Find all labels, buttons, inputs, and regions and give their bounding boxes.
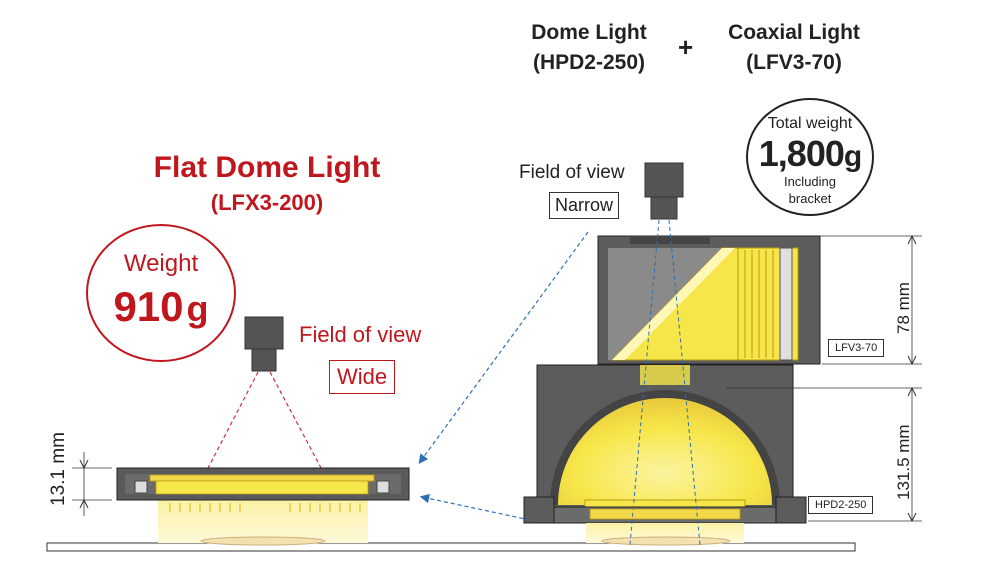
tag-dome: HPD2-250 [808,496,874,514]
total-weight-note-2: bracket [788,191,832,206]
coaxial-light-model: (LFV3-70) [746,51,842,74]
flat-dome-light-unit [72,316,410,546]
total-weight-label: Total weight [767,115,853,132]
fov-right-value: Narrow [549,192,620,219]
total-weight-unit: g [843,140,862,173]
base-plate [46,542,856,552]
plus-sign: + [678,32,694,62]
flat-dome-title: Flat Dome Light [153,151,381,184]
fov-right-label: Field of view [519,162,625,183]
fov-compare-arrow-bottom [419,493,531,521]
tag-coax: LFV3-70 [828,339,885,357]
camera-left-body [244,316,284,350]
weight-label: Weight [123,250,199,277]
dim-left-height: 13.1 mm [48,432,69,506]
fov-left-label: Field of view [299,322,422,347]
dome-light-model: (HPD2-250) [532,51,646,74]
fov-left-value: Wide [329,360,396,394]
dome-coaxial-unit [523,162,922,546]
coaxial-light-title: Coaxial Light [728,21,860,44]
camera-right-body [644,162,684,198]
dim-coax-height: 78 mm [894,282,913,334]
weight-unit: g [186,288,209,329]
weight-value-row: 910g [88,286,234,328]
weight-circle: Weight 910g [86,224,236,362]
total-weight-value: 1,800 [758,133,845,174]
camera-right-lens [650,196,678,220]
flat-dome-model: (LFX3-200) [210,190,324,215]
total-weight-note-1: Including [783,174,837,189]
camera-left-lens [251,348,277,372]
weight-value: 910 [113,283,184,330]
fov-compare-arrow-top [418,231,589,464]
total-weight-value-row: 1,800g [758,136,862,172]
dim-dome-height: 131.5 mm [894,424,913,500]
dome-light-title: Dome Light [531,21,647,44]
total-weight-circle: Total weight 1,800g Including bracket [746,98,874,216]
